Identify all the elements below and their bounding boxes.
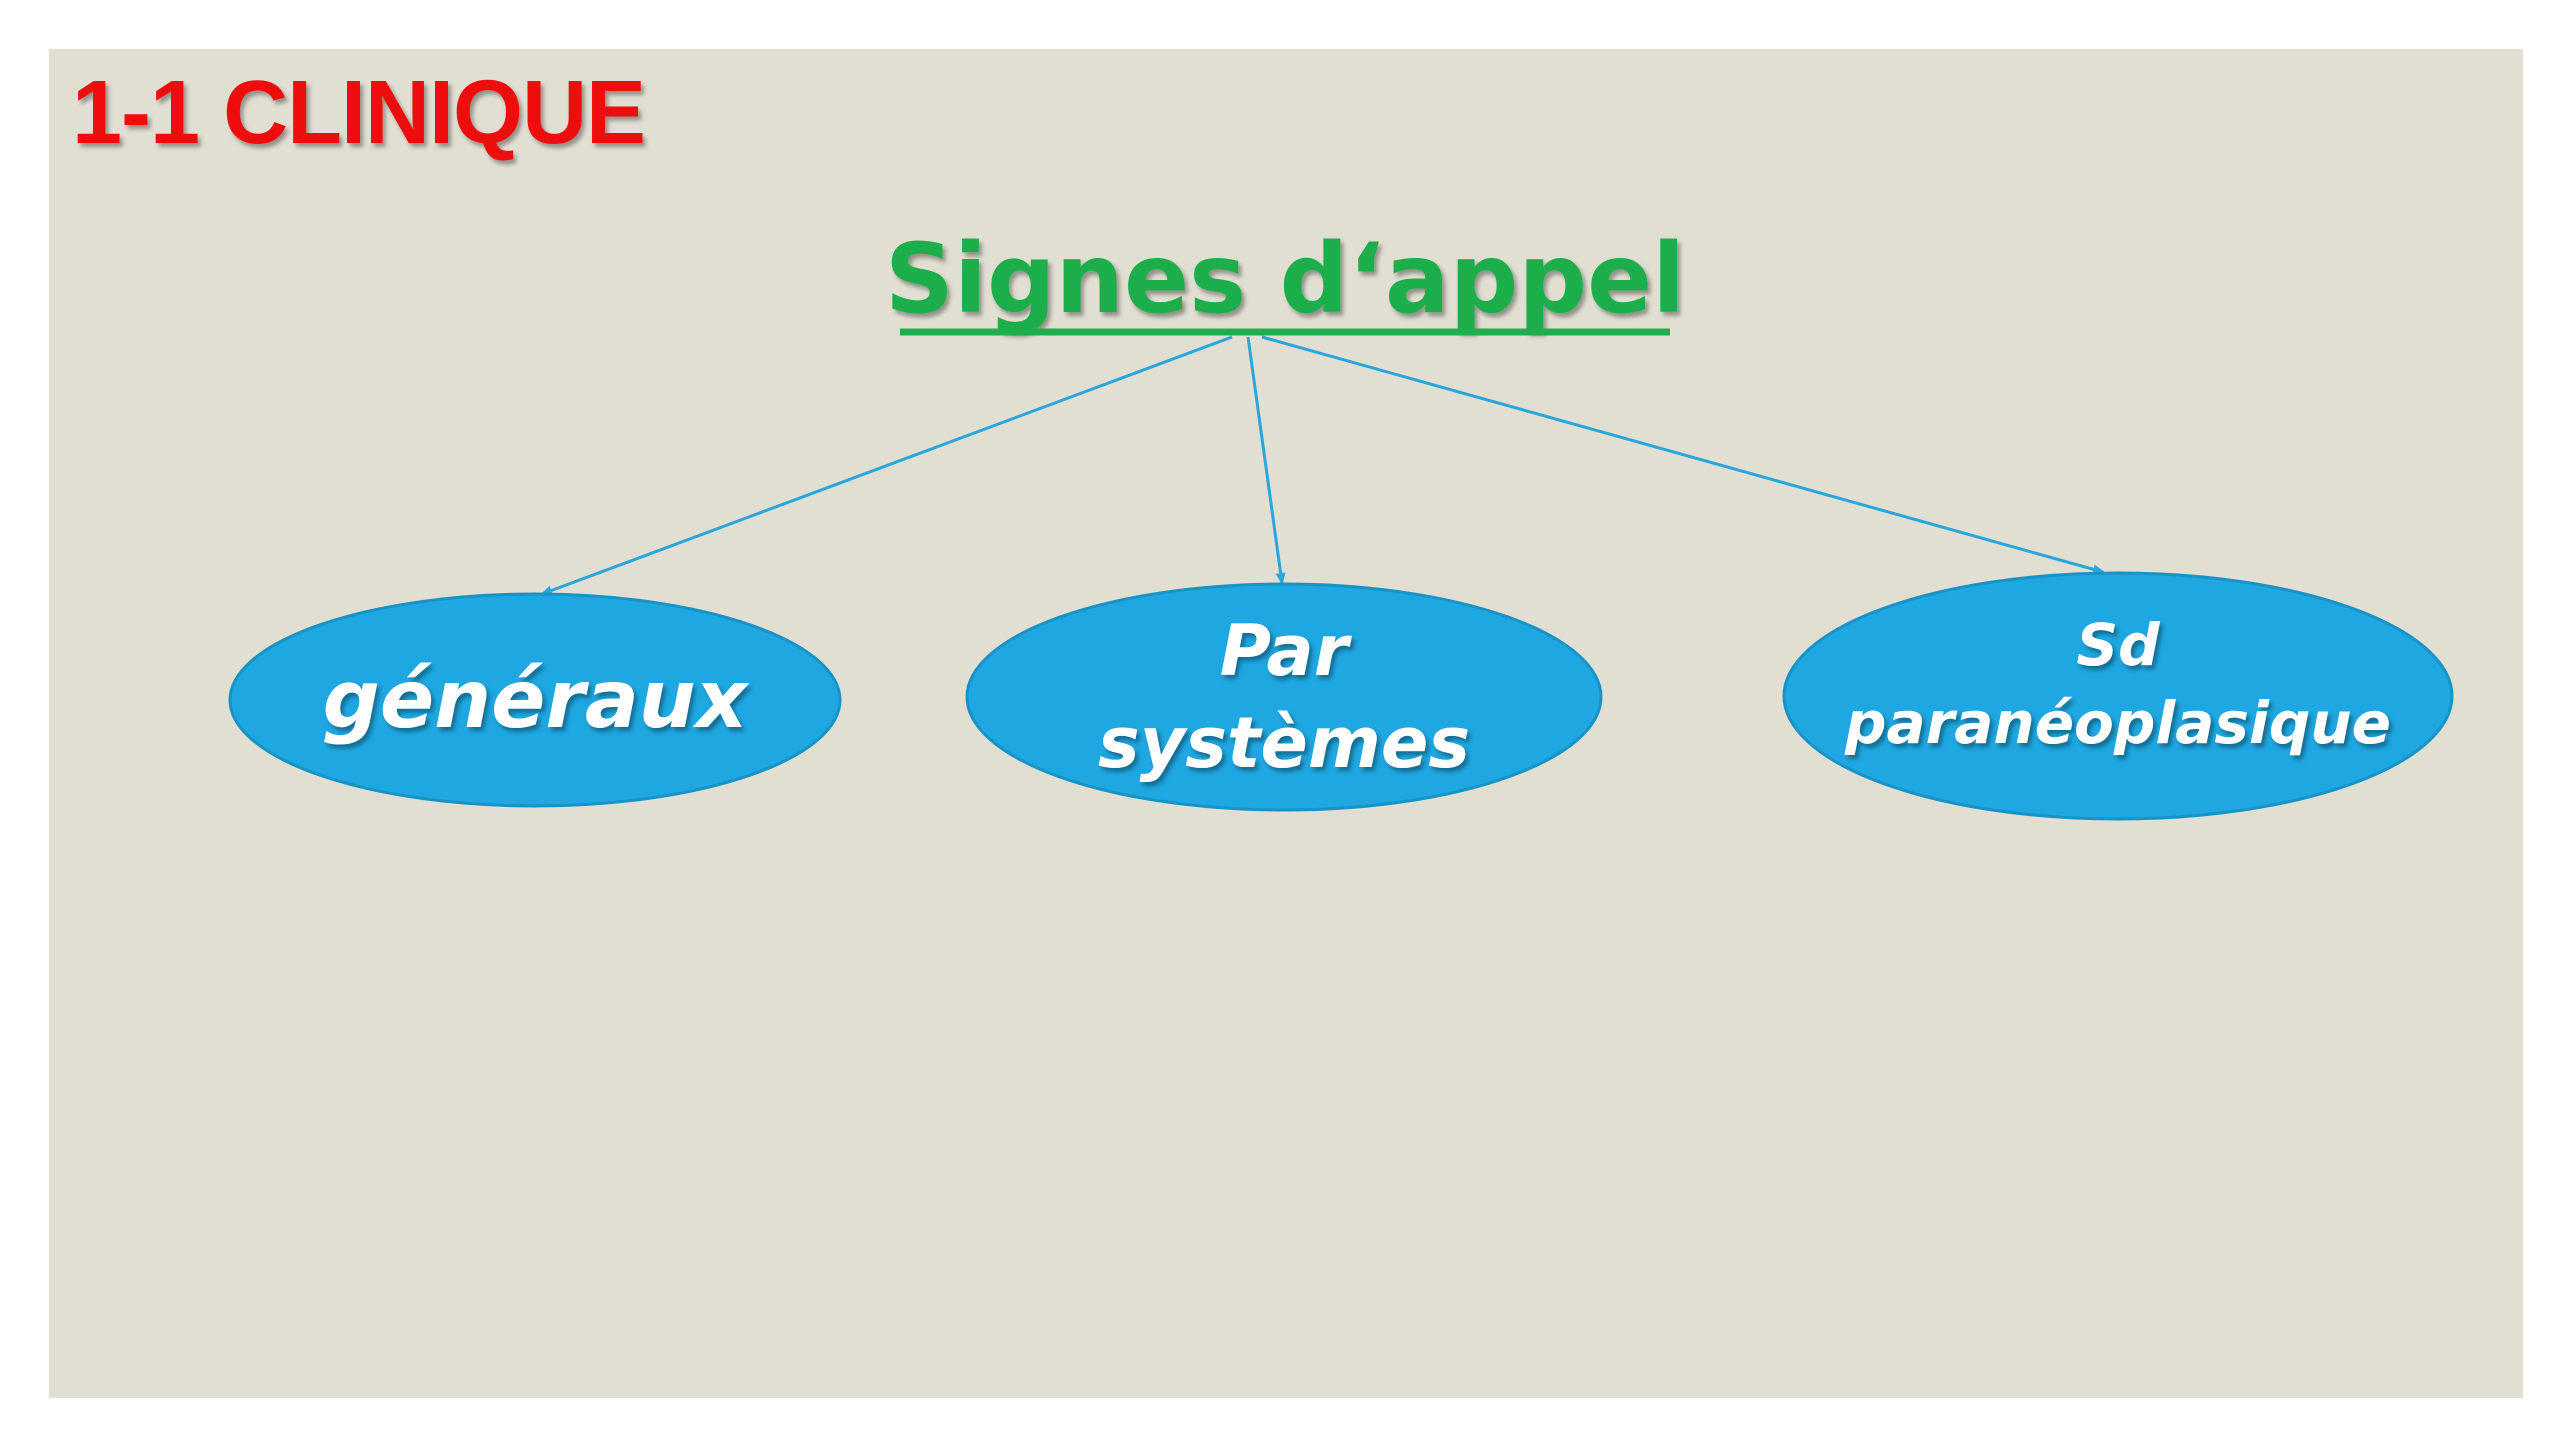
connector-arrow-2 [1246, 336, 1286, 585]
node-label-3-line-1: Sd [2076, 611, 2160, 679]
node-ellipse-3 [1782, 571, 2454, 821]
connector-arrow-1 [540, 335, 1233, 596]
root-heading: Signes d‘appel [885, 223, 1685, 335]
slide-title: 1-1 CLINIQUE [72, 63, 645, 163]
node-label-2-line-2: systèmes [1098, 702, 1470, 784]
connector-group [540, 335, 2105, 596]
connector-arrow-3 [1261, 335, 2105, 575]
node-label-2-line-1: Par [1220, 610, 1353, 692]
node-label-1-line-1: généraux [323, 653, 750, 746]
node-label-3-line-2: paranéoplasique [1844, 689, 2391, 757]
node-group: généraux Par systèmes Sd paranéoplasique [228, 571, 2454, 821]
node-ellipse-1 [228, 592, 842, 808]
node-ellipse-2 [965, 582, 1603, 812]
